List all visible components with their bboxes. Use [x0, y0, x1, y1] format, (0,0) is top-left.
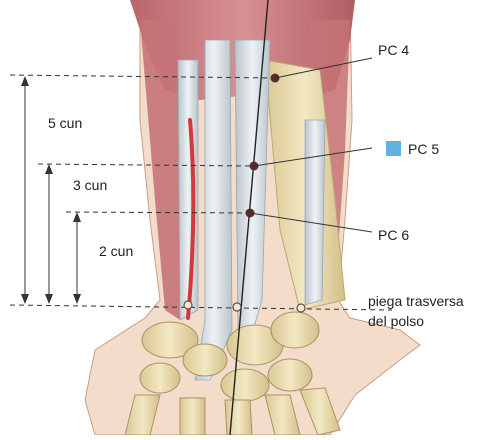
measure-3cun-arrow: [45, 164, 53, 304]
pc5-label: PC 5: [408, 141, 439, 157]
measure-5cun-label: 5 cun: [48, 115, 82, 131]
pc6-label: PC 6: [378, 227, 409, 243]
measure-5cun-arrow: [21, 76, 29, 304]
crease-label-line1: piega trasversa: [368, 293, 464, 309]
measure-2cun-label: 2 cun: [99, 243, 133, 259]
pc5-marker-square: [386, 141, 401, 156]
tendon-right: [305, 120, 325, 305]
crease-label-line2: del polso: [368, 313, 424, 329]
pc4-label: PC 4: [378, 42, 409, 58]
measure-2cun-arrow: [73, 212, 81, 304]
measure-3cun-label: 3 cun: [73, 177, 107, 193]
